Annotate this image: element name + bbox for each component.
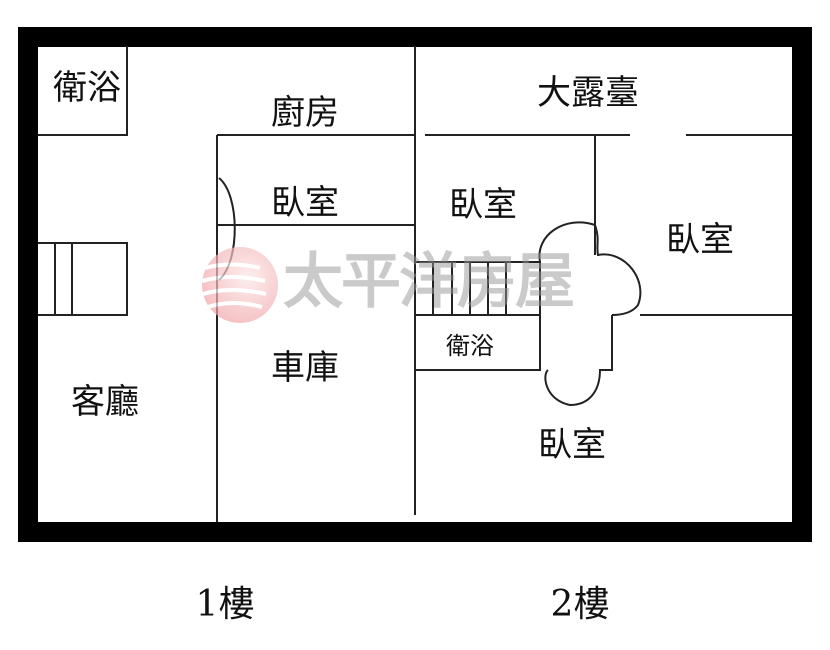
outer-wall	[18, 27, 812, 542]
room-label-bedroom-2f-a: 臥室	[449, 185, 517, 225]
room-label-bedroom-1f: 臥室	[271, 183, 339, 223]
room-label-terrace: 大露臺	[537, 73, 639, 113]
watermark-logo	[201, 247, 278, 323]
room-label-living-room: 客廳	[71, 382, 139, 422]
wall-bathroom-1f	[38, 46, 128, 136]
room-label-bedroom-2f-b: 臥室	[666, 220, 734, 260]
room-label-garage: 車庫	[271, 348, 339, 388]
door-cloud-upper	[538, 221, 642, 316]
room-label-bedroom-2f-c: 臥室	[538, 425, 606, 465]
room-label-kitchen: 廚房	[271, 93, 339, 133]
floor-label-2: 2樓	[550, 584, 610, 625]
floor-label-1: 1樓	[195, 584, 255, 625]
watermark-text: 太平洋房屋	[283, 247, 575, 317]
door-cloud-lower	[544, 315, 613, 407]
room-label-bathroom-1f: 衛浴	[53, 68, 121, 108]
stairs-2f	[415, 261, 541, 371]
stairs-1f	[38, 242, 128, 316]
room-label-bathroom-2f: 衛浴	[446, 332, 494, 360]
